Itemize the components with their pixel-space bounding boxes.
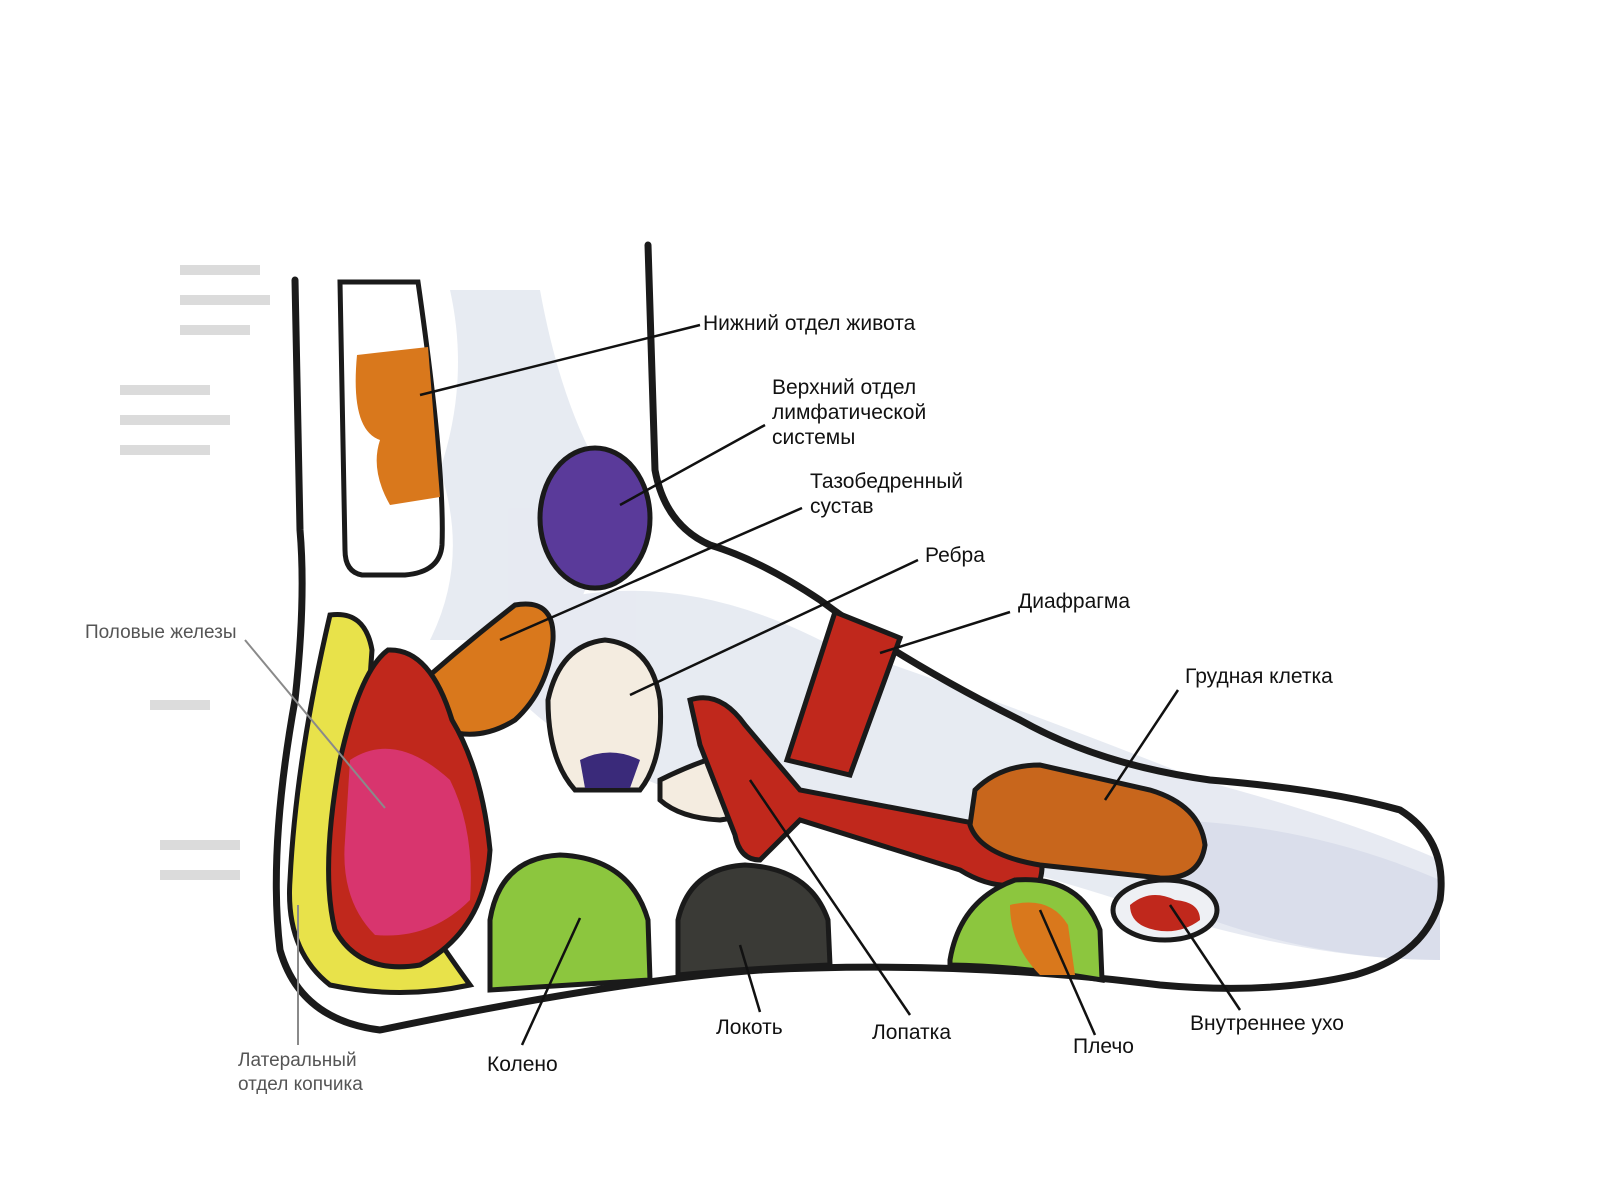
leader-ribs (629, 558, 919, 697)
label-scapula: Лопатка (872, 1021, 951, 1044)
label-hip-joint-2: сустав (810, 495, 873, 518)
label-elbow: Локоть (716, 1016, 783, 1039)
leader-chest (1103, 689, 1180, 801)
leader-gonads (244, 639, 386, 809)
label-shoulder: Плечо (1073, 1035, 1134, 1058)
label-chest: Грудная клетка (1185, 665, 1333, 688)
label-upper-lymphatic-2: лимфатической (772, 401, 926, 424)
label-upper-lymphatic-1: Верхний отдел (772, 376, 916, 399)
leader-lower-abdomen (419, 323, 701, 397)
zone-chest (967, 762, 1208, 881)
label-hip-joint-1: Тазобедренный (810, 470, 963, 493)
label-upper-lymphatic-3: системы (772, 426, 855, 449)
zone-ribs-inner (580, 752, 640, 788)
foot-outline (272, 241, 1445, 1034)
leader-hip-joint (499, 506, 803, 642)
leader-scapula (748, 779, 912, 1016)
zone-diaphragm (783, 608, 904, 778)
zone-lower-abdomen-fill (355, 347, 440, 505)
leader-elbow (738, 944, 762, 1013)
leader-shoulder (1038, 909, 1097, 1036)
leader-upper-lymphatic (619, 423, 766, 507)
zone-ribs (545, 637, 664, 793)
label-coccyx-2: отдел копчика (238, 1074, 363, 1095)
label-inner-ear: Внутреннее ухо (1190, 1012, 1344, 1035)
label-diaphragm: Диафрагма (1018, 590, 1130, 613)
zone-gonads-inner (344, 748, 471, 936)
label-knee: Колено (487, 1053, 558, 1076)
zone-upper-lymphatic (537, 445, 653, 591)
label-lower-abdomen: Нижний отдел живота (703, 312, 916, 335)
zone-knee (487, 852, 653, 993)
zone-shoulder-inner (1010, 902, 1075, 975)
leader-inner-ear (1168, 904, 1242, 1011)
label-ribs: Ребра (925, 544, 985, 567)
label-gonads: Половые железы (85, 622, 237, 643)
leader-knee (520, 917, 582, 1046)
faded-left-annotations (120, 265, 270, 880)
label-coccyx-1: Латеральный (238, 1050, 357, 1071)
leader-diaphragm (879, 610, 1011, 655)
